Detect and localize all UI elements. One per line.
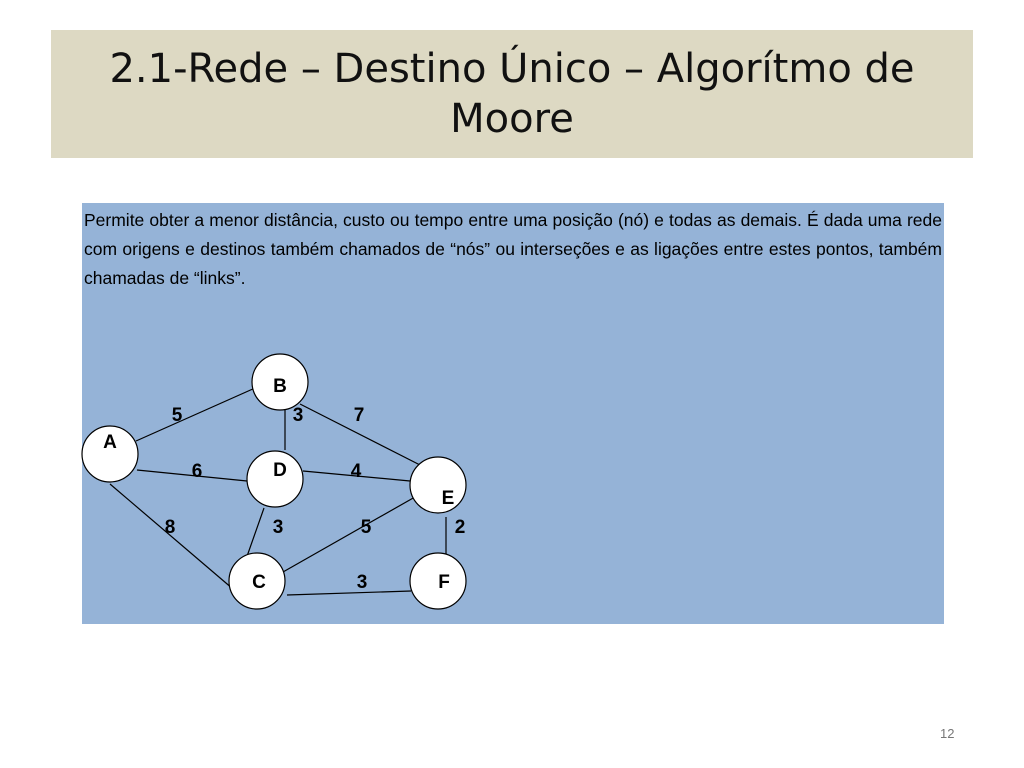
edge-weight-d-e: 4 bbox=[351, 461, 362, 482]
edge-b-e bbox=[299, 403, 423, 467]
node-label-e: E bbox=[442, 488, 455, 509]
description-text: Permite obter a menor distância, custo o… bbox=[84, 210, 942, 288]
node-e: E bbox=[409, 456, 467, 514]
node-f: F bbox=[409, 552, 467, 610]
node-label-a: A bbox=[103, 432, 117, 453]
node-label-f: F bbox=[438, 572, 450, 593]
edge-weight-b-e: 7 bbox=[354, 405, 365, 426]
edge-weight-e-f: 2 bbox=[455, 517, 466, 538]
node-label-d: D bbox=[273, 460, 287, 481]
edge-weight-b-d: 3 bbox=[293, 405, 304, 426]
node-c: C bbox=[228, 552, 286, 610]
node-d: D bbox=[246, 450, 304, 508]
edge-c-f bbox=[286, 590, 412, 596]
edge-weight-c-f: 3 bbox=[357, 572, 368, 593]
page-number: 12 bbox=[940, 726, 955, 741]
content-box: Permite obter a menor distância, custo o… bbox=[82, 203, 944, 624]
edge-weight-a-b: 5 bbox=[172, 405, 183, 426]
edge-weight-a-d: 6 bbox=[192, 461, 203, 482]
edge-a-c bbox=[109, 483, 234, 590]
edge-a-d bbox=[136, 469, 248, 482]
slide-title: 2.1-Rede – Destino Único – Algorítmo de … bbox=[109, 46, 915, 142]
edges-layer bbox=[109, 387, 447, 596]
edge-weight-a-c: 8 bbox=[165, 517, 176, 538]
node-a: A bbox=[81, 425, 139, 483]
edge-weight-d-c: 3 bbox=[273, 517, 284, 538]
title-box: 2.1-Rede – Destino Único – Algorítmo de … bbox=[51, 30, 973, 158]
edge-d-c bbox=[244, 507, 265, 563]
edge-a-b bbox=[135, 387, 256, 442]
edge-d-e bbox=[302, 470, 411, 482]
node-label-b: B bbox=[273, 376, 287, 397]
node-label-c: C bbox=[252, 572, 266, 593]
weights-layer: 5 3 7 6 4 8 3 5 2 3 bbox=[165, 405, 466, 593]
node-b: B bbox=[251, 353, 309, 411]
edge-weight-c-e: 5 bbox=[361, 517, 372, 538]
nodes-layer: B A D E C F bbox=[81, 353, 467, 610]
edge-c-e bbox=[282, 492, 423, 573]
